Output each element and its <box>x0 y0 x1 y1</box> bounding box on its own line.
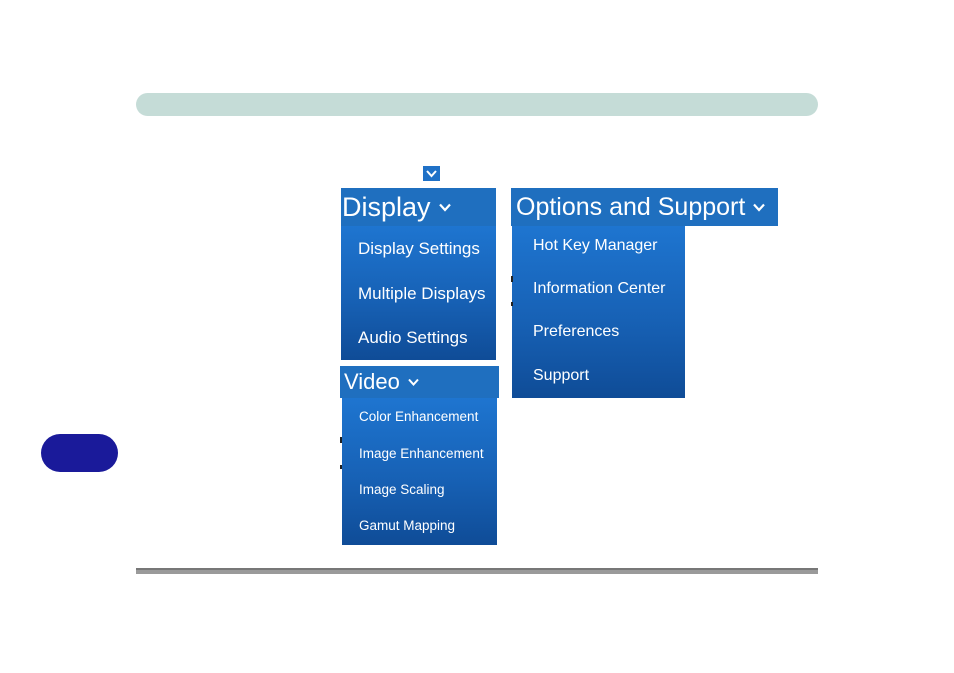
text-fragment <box>511 302 513 306</box>
menu-item-information-center[interactable]: Information Center <box>533 280 666 297</box>
chevron-down-icon[interactable] <box>423 166 440 181</box>
text-fragment <box>511 276 513 282</box>
display-menu-title: Display <box>342 191 431 222</box>
video-menu-panel: Color Enhancement Image Enhancement Imag… <box>342 398 497 545</box>
chevron-down-icon <box>438 203 451 212</box>
menu-item-hot-key-manager[interactable]: Hot Key Manager <box>533 237 658 254</box>
chevron-down-icon <box>408 378 419 386</box>
options-menu-title: Options and Support <box>516 192 746 221</box>
menu-item-preferences[interactable]: Preferences <box>533 323 620 340</box>
menu-item-multiple-displays[interactable]: Multiple Displays <box>358 284 486 303</box>
menu-item-image-scaling[interactable]: Image Scaling <box>359 482 445 497</box>
video-menu-header[interactable]: Video <box>340 366 499 398</box>
menu-item-display-settings[interactable]: Display Settings <box>358 239 480 258</box>
menu-item-image-enhancement[interactable]: Image Enhancement <box>359 446 484 461</box>
footer-rule <box>136 568 818 574</box>
display-menu-panel: Display Settings Multiple Displays Audio… <box>341 226 496 360</box>
text-fragment <box>340 465 342 469</box>
chapter-tab <box>41 434 118 472</box>
chevron-down-icon <box>753 203 766 212</box>
text-fragment <box>340 437 342 443</box>
display-menu-header[interactable]: Display <box>341 188 496 226</box>
menu-item-color-enhancement[interactable]: Color Enhancement <box>359 409 479 424</box>
options-menu-panel: Hot Key Manager Information Center Prefe… <box>512 226 685 398</box>
menu-item-gamut-mapping[interactable]: Gamut Mapping <box>359 518 456 533</box>
options-menu-header[interactable]: Options and Support <box>511 188 778 226</box>
menu-item-audio-settings[interactable]: Audio Settings <box>358 328 468 347</box>
menu-item-support[interactable]: Support <box>533 367 590 384</box>
video-menu-title: Video <box>344 369 400 394</box>
header-bar <box>136 93 818 116</box>
